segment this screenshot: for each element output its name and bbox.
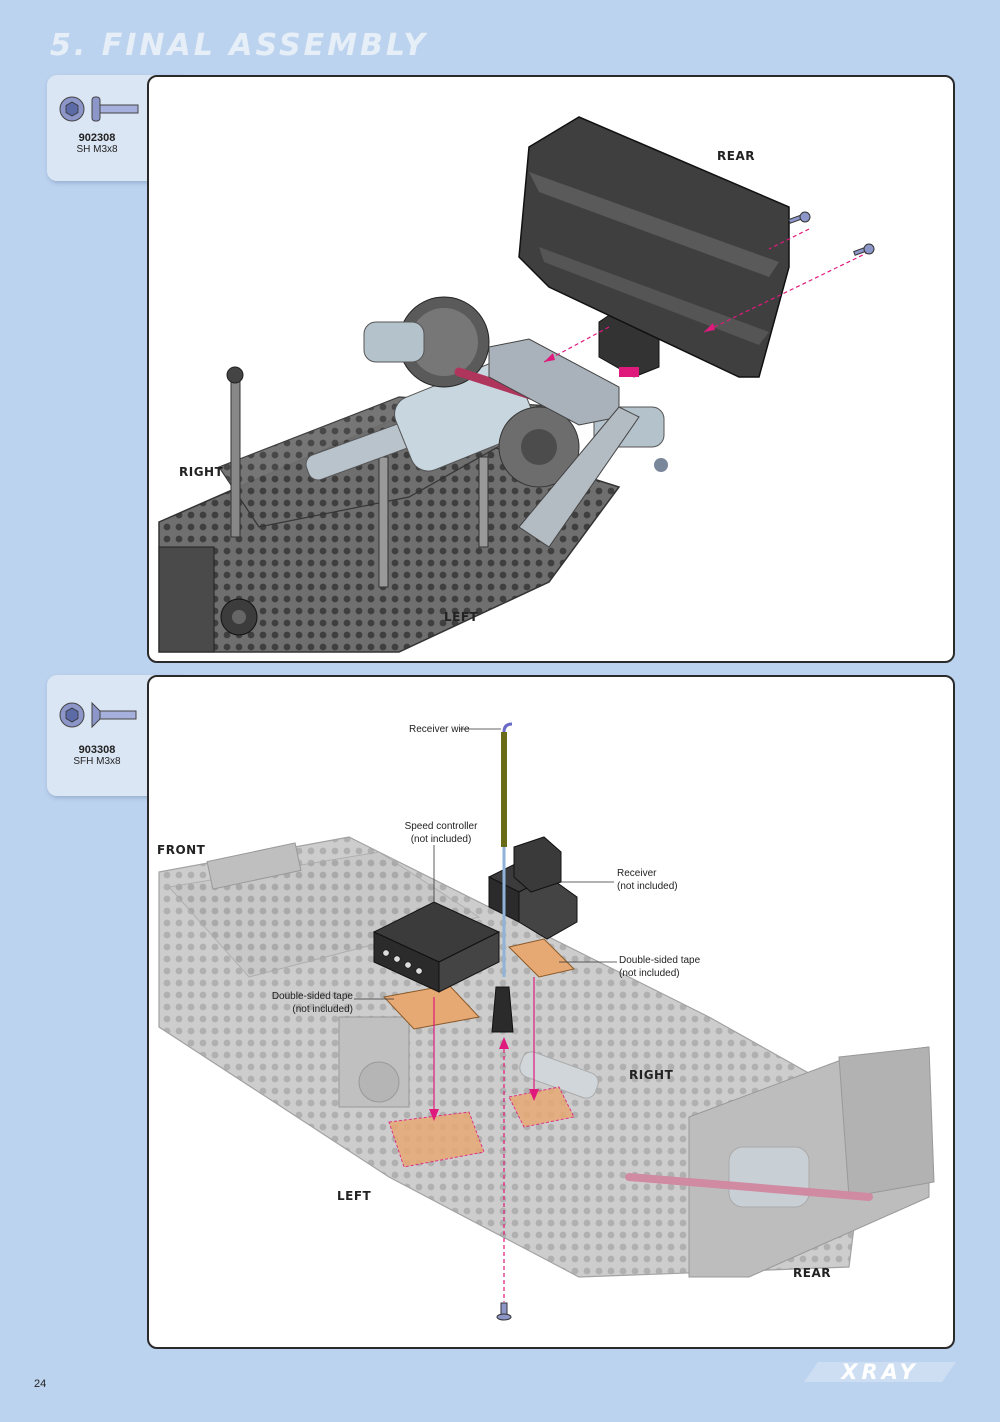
flat-head-screw-icon bbox=[59, 701, 137, 729]
direction-label-rear: REAR bbox=[793, 1266, 831, 1280]
electronics-installation-illustration bbox=[158, 722, 935, 1321]
part-description: SH M3x8 bbox=[76, 144, 118, 155]
step-1-illustration-panel: REAR RIGHT LEFT bbox=[147, 75, 955, 663]
callout-double-sided-tape-right: Double-sided tape (not included) bbox=[619, 955, 701, 979]
page-number: 24 bbox=[34, 1378, 47, 1390]
rear-wing-assembly-illustration bbox=[158, 116, 875, 653]
callout-receiver: Receiver (not included) bbox=[617, 868, 678, 892]
part-description: SFH M3x8 bbox=[73, 756, 121, 767]
step-2-illustration-panel: Receiver wire Speed controller (not incl… bbox=[147, 675, 955, 1349]
direction-label-front: FRONT bbox=[157, 843, 206, 857]
direction-label-left: LEFT bbox=[444, 610, 479, 624]
socket-head-screw-icon bbox=[788, 211, 811, 224]
part-number: 902308 bbox=[78, 132, 116, 144]
part-number: 903308 bbox=[78, 744, 116, 756]
section-title: 5. FINAL ASSEMBLY bbox=[50, 28, 428, 63]
callout-speed-controller: Speed controller (not included) bbox=[404, 821, 478, 845]
socket-head-screw-icon bbox=[59, 96, 139, 122]
direction-label-left: LEFT bbox=[337, 1189, 372, 1203]
callout-receiver-wire: Receiver wire bbox=[409, 724, 470, 735]
xray-logo: XRAY bbox=[804, 1360, 956, 1384]
socket-head-screw-icon bbox=[853, 243, 875, 256]
direction-label-right: RIGHT bbox=[629, 1068, 674, 1082]
callout-double-sided-tape-left: Double-sided tape (not included) bbox=[271, 991, 353, 1015]
flat-head-screw-icon bbox=[496, 1302, 512, 1321]
direction-label-right: RIGHT bbox=[179, 465, 224, 479]
direction-label-rear: REAR bbox=[717, 149, 755, 163]
svg-text:XRAY: XRAY bbox=[839, 1360, 918, 1384]
